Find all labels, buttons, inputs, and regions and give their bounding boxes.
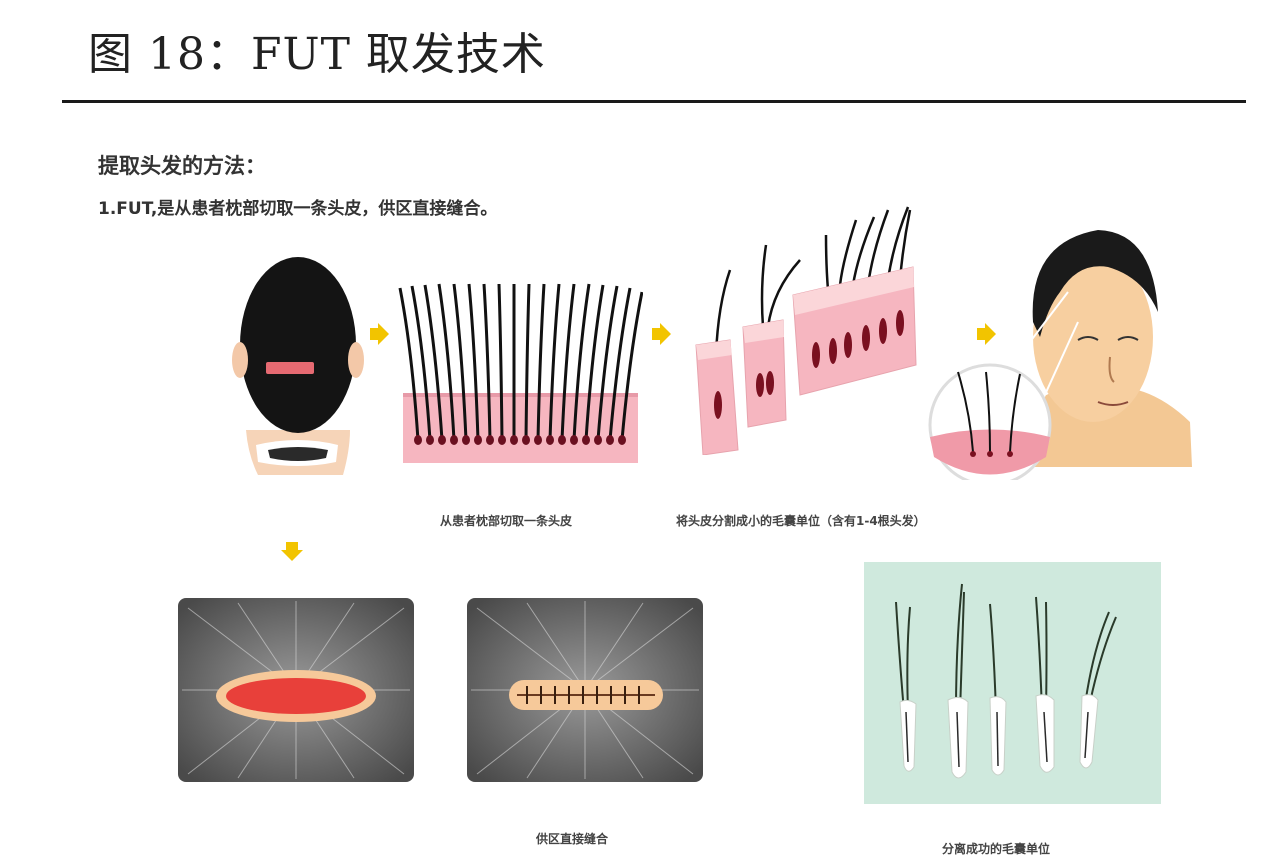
back-of-head-illustration <box>232 257 364 475</box>
transplanted-patient-illustration <box>928 230 1192 480</box>
title-rule <box>62 100 1246 103</box>
figure-title: 图 18：FUT 取发技术 <box>88 29 546 80</box>
separated-follicular-units-photo <box>864 562 1161 804</box>
caption-separated-units: 分离成功的毛囊单位 <box>942 842 1051 856</box>
arrow-right-icon <box>652 323 671 345</box>
caption-donor-suture: 供区直接缝合 <box>536 832 609 846</box>
method-heading: 提取头发的方法： <box>98 154 266 178</box>
open-donor-wound-panel <box>178 598 414 782</box>
follicular-unit-blocks <box>695 206 917 455</box>
caption-divide-units: 将头皮分割成小的毛囊单位（含有1-4根头发） <box>676 514 926 528</box>
caption-cut-strip: 从患者枕部切取一条头皮 <box>440 514 573 528</box>
step-1-text: 1.FUT,是从患者枕部切取一条头皮，供区直接缝合。 <box>98 199 498 219</box>
hair-strip-cross-section <box>398 283 643 463</box>
arrow-right-icon <box>977 323 996 345</box>
arrow-right-icon <box>370 323 389 345</box>
arrow-down-icon <box>281 542 303 561</box>
sutured-donor-area-panel <box>467 598 703 782</box>
